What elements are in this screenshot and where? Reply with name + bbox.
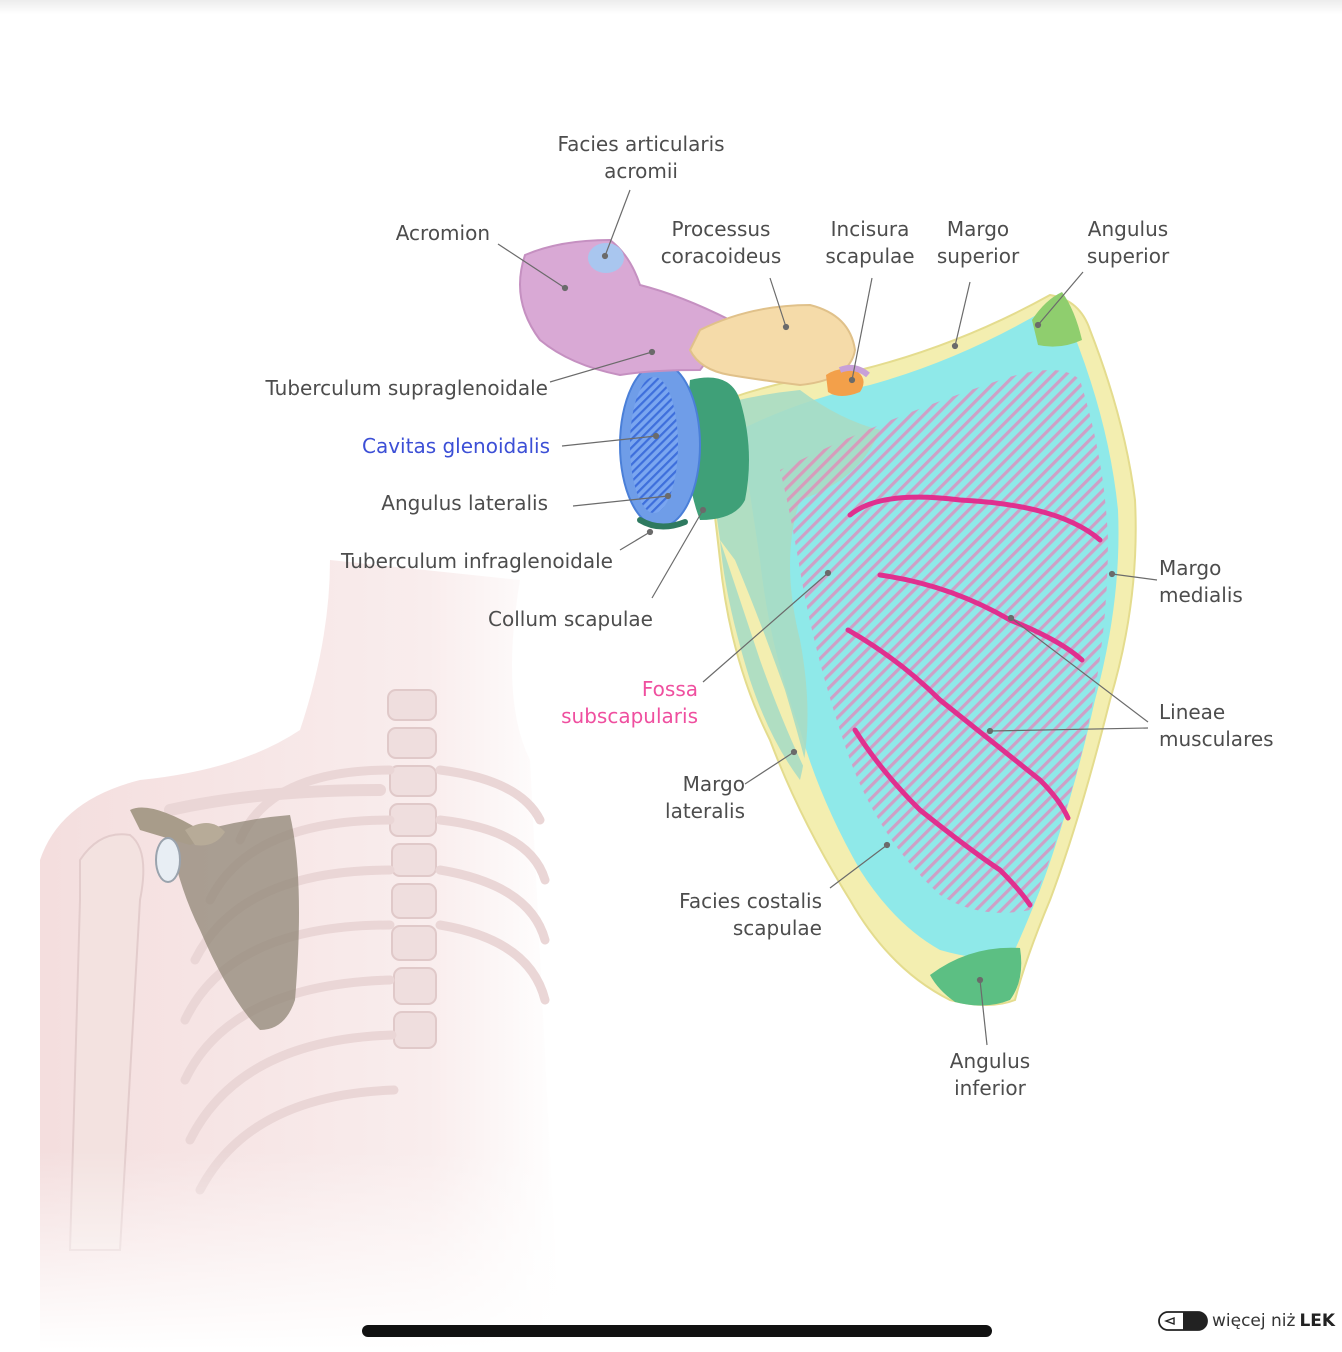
- pill-icon: [1158, 1311, 1208, 1331]
- label-collum-scapulae: Collum scapulae: [488, 607, 653, 631]
- label-tuberculum-infraglenoidale: Tuberculum infraglenoidale: [341, 549, 613, 573]
- label-acromion: Acromion: [395, 221, 490, 245]
- brand-logo: więcej niż LEK: [1158, 1308, 1335, 1334]
- home-indicator[interactable]: [362, 1325, 992, 1337]
- label-tuberculum-supraglenoidale: Tuberculum supraglenoidale: [265, 376, 549, 400]
- brand-prefix: więcej niż: [1212, 1311, 1296, 1331]
- leader-lines: [497, 189, 1158, 1046]
- scapula-main: [519, 238, 1137, 1006]
- label-cavitas-glenoidalis: Cavitas glenoidalis: [362, 434, 550, 458]
- thorax-thumbnail: [0, 560, 560, 1350]
- status-bar-shadow: [0, 0, 1342, 14]
- label-angulus-lateralis: Angulus lateralis: [381, 491, 548, 515]
- brand-name: LEK: [1299, 1311, 1336, 1331]
